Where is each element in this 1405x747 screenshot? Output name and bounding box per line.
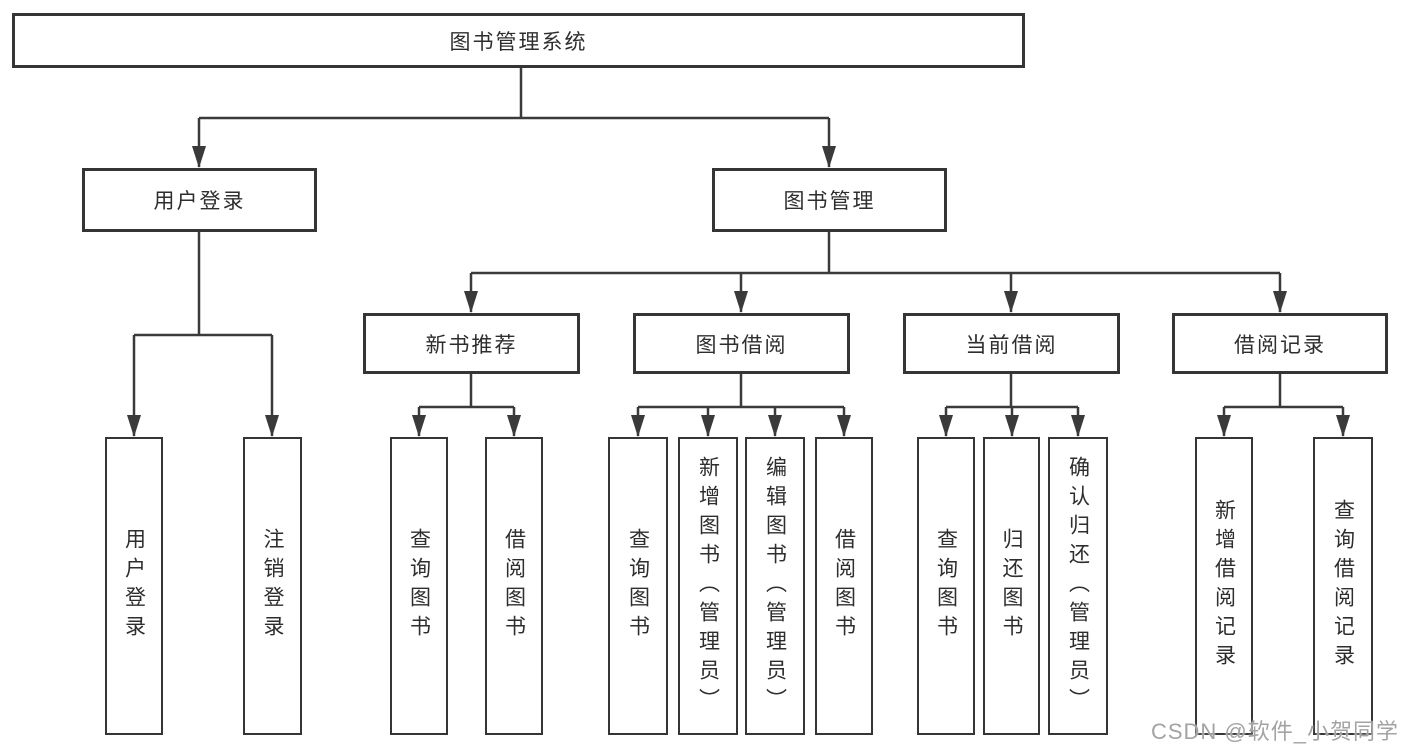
leaf-borrow-books-1: 借阅图书 [485,437,543,735]
csdn-watermark: CSDN @软件_小贺同学 [1150,719,1399,744]
leaf-add-borrow-record: 新增借阅记录 [1195,437,1253,735]
leaf-query-books-3: 查询图书 [917,437,975,735]
node-book-borrow: 图书借阅 [633,313,850,374]
node-current-borrow: 当前借阅 [903,313,1120,374]
node-new-book-recommend: 新书推荐 [363,313,580,374]
leaf-label: 归还图书 [1000,528,1023,644]
leaf-label: 用户登录 [122,528,146,644]
leaf-label: 确认归还（管理员） [1066,455,1090,717]
leaf-user-login: 用户登录 [105,437,163,735]
node-label: 用户登录 [153,190,246,213]
node-label: 图书借阅 [695,333,788,357]
leaf-label: 借阅图书 [502,528,526,644]
leaf-label: 编辑图书（管理员） [763,455,787,717]
leaf-label: 新增图书（管理员） [696,455,720,717]
leaf-edit-books-admin: 编辑图书（管理员） [745,437,805,735]
node-borrow-record: 借阅记录 [1172,313,1388,374]
leaf-query-books-1: 查询图书 [390,437,448,735]
leaf-label: 查询借阅记录 [1331,499,1355,673]
leaf-label: 新增借阅记录 [1212,499,1236,673]
leaf-logout: 注销登录 [243,437,302,735]
leaf-label: 查询图书 [626,528,650,644]
leaf-confirm-return-admin: 确认归还（管理员） [1048,437,1108,735]
node-label: 图书管理 [783,190,876,213]
node-label: 图书管理系统 [449,30,588,54]
node-book-management: 图书管理 [712,168,947,232]
leaf-label: 注销登录 [261,528,284,644]
node-label: 借阅记录 [1234,333,1326,357]
leaf-borrow-books-2: 借阅图书 [815,437,873,735]
leaf-label: 查询图书 [934,528,958,644]
node-label: 当前借阅 [965,333,1058,357]
node-user-login: 用户登录 [82,168,317,232]
leaf-query-borrow-record: 查询借阅记录 [1313,437,1373,735]
leaf-query-books-2: 查询图书 [608,437,668,735]
leaf-label: 查询图书 [407,528,431,644]
leaf-label: 借阅图书 [832,528,856,644]
node-label: 新书推荐 [425,333,518,357]
leaf-add-books-admin: 新增图书（管理员） [678,437,738,735]
node-root-library-management-system: 图书管理系统 [12,13,1025,68]
leaf-return-books: 归还图书 [983,437,1040,735]
